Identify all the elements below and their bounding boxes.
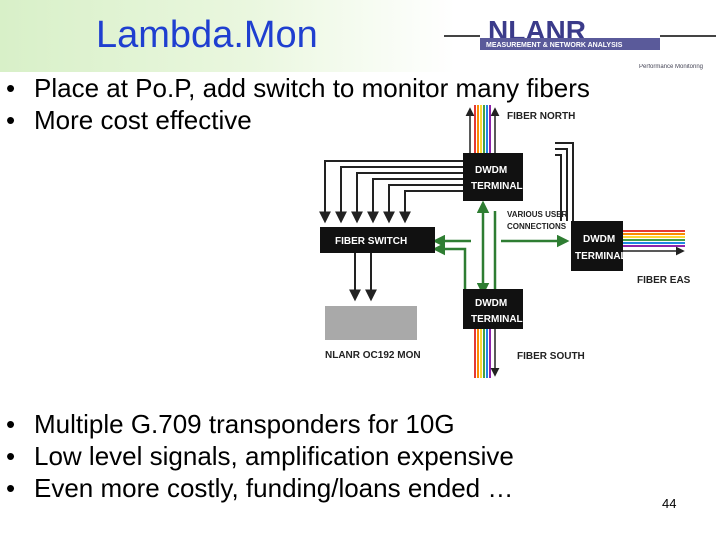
fiber-south-label: FIBER SOUTH (517, 351, 585, 362)
lambdamon-diagram: FIBER NORTH FIBER EAST FIBER SOUTH (319, 105, 690, 378)
user-connection-lines (432, 200, 570, 296)
dwdm-top-line1: DWDM (475, 165, 507, 176)
fiber-switch-label: FIBER SWITCH (335, 236, 407, 247)
fiber-east-label: FIBER EAST (637, 275, 690, 286)
bullet-item: More cost effective (0, 104, 590, 136)
fiber-south-rainbow (474, 327, 500, 378)
monitor-label: NLANR OC192 MON (325, 350, 421, 361)
dwdm-top-line2: TERMINAL (471, 181, 523, 192)
dwdm-east-line2: TERMINAL (575, 251, 627, 262)
slide-title: Lambda.Mon (96, 14, 318, 56)
title-band (0, 0, 455, 72)
dwdm-east-box (571, 221, 623, 271)
dwdm-east-line1: DWDM (583, 234, 615, 245)
logo-subtitle: Performance Monitoring (638, 64, 704, 70)
fiber-east-rainbow (623, 230, 685, 256)
nlanr-logo: NLANR MEASUREMENT & NETWORK ANALYSIS (444, 15, 716, 50)
user-connections-line2: CONNECTIONS (507, 222, 567, 231)
top-bullet-list: Place at Po.P, add switch to monitor man… (0, 72, 590, 136)
bullet-item: Place at Po.P, add switch to monitor man… (0, 72, 590, 104)
dwdm-bottom-line2: TERMINAL (471, 314, 523, 325)
bullet-item: Even more costly, funding/loans ended … (0, 472, 514, 504)
dwdm-top-box (463, 153, 523, 201)
fiber-north-rainbow (465, 105, 500, 157)
bullet-item: Low level signals, amplification expensi… (0, 440, 514, 472)
page-number: 44 (662, 496, 677, 511)
fiber-north-label: FIBER NORTH (507, 111, 575, 122)
fiber-switch-box (320, 227, 435, 253)
bottom-bullet-list: Multiple G.709 transponders for 10G Low … (0, 408, 514, 504)
logo-tagline: MEASUREMENT & NETWORK ANALYSIS (486, 42, 623, 49)
user-connections-line1: VARIOUS USER (507, 210, 568, 219)
dwdm-bottom-box (463, 289, 523, 329)
dwdm-bottom-line1: DWDM (475, 298, 507, 309)
monitor-box (325, 306, 417, 340)
bullet-item: Multiple G.709 transponders for 10G (0, 408, 514, 440)
switch-feed-lines (319, 142, 574, 302)
